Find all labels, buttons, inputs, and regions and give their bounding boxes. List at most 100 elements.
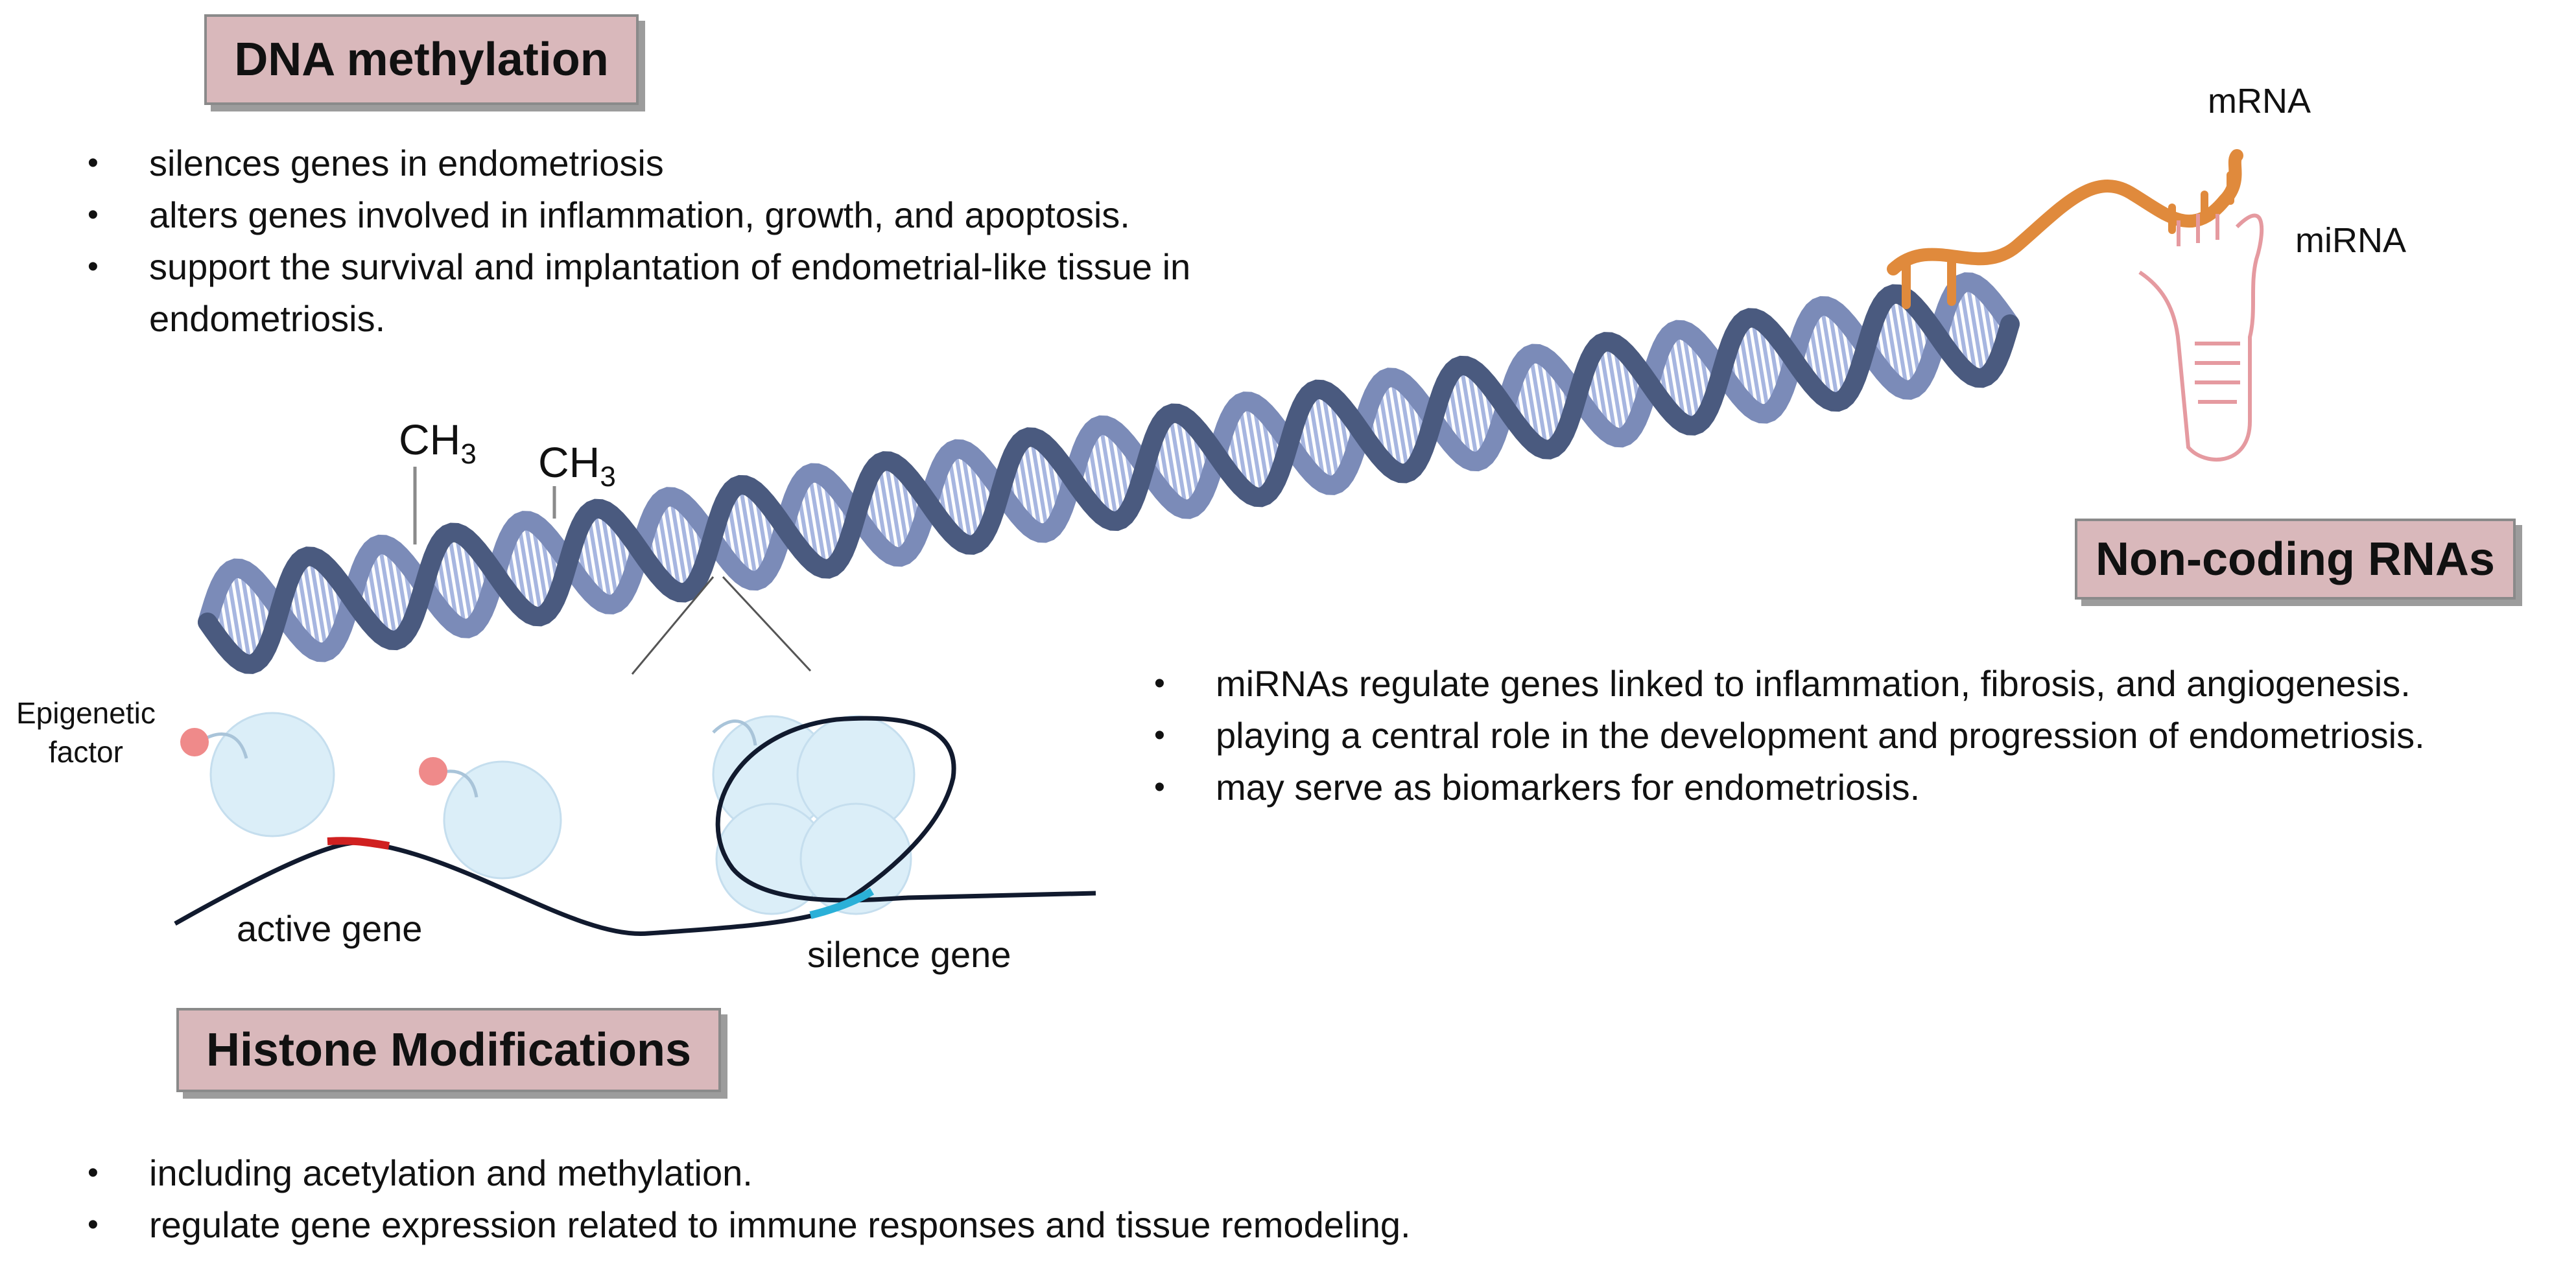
silence-gene-mark [809,887,875,919]
mrna-label: mRNA [2208,82,2311,121]
dna-base-pair [1029,436,1050,533]
epigenetic-factor-label: Epigenetic factor [16,696,156,769]
dna-base-pair [1813,309,1832,401]
histone-1 [209,712,335,837]
epigenetic-factor-dot-2 [419,757,447,786]
dna-base-pair [891,462,910,553]
dna-base-pair [1889,294,1909,391]
dna-double-helix [198,272,2020,674]
dna-base-pair [1674,329,1694,427]
zoom-line-right [722,576,812,672]
dna-base-pair [1314,389,1334,486]
dna-strand-front [198,284,2020,674]
dna-base-pair [1383,379,1403,474]
dna-base-pair [232,568,252,665]
noncoding-rnas-title-box: Non-coding RNAs [2075,519,2516,600]
dna-base-pair [1896,294,1916,389]
dna-base-pair [738,484,759,581]
noncoding-bullet-1: miRNAs regulate genes linked to inflamma… [1154,658,2568,710]
dna-base-pair [523,520,543,617]
mrna-strand [1887,149,2243,309]
noncoding-rnas-title: Non-coding RNAs [2096,533,2495,585]
dna-base-pair [385,545,405,638]
dna-base-pair [1528,354,1549,450]
dna-base-pair [807,473,828,570]
dna-strand-line [174,716,1096,937]
dna-base-pair [1175,413,1195,508]
dna-base-pair [600,509,620,603]
dna-strand-back [198,272,2020,662]
dna-methylation-title: DNA methylation [234,34,609,86]
dna-base-pair [1681,330,1701,424]
dna-base-pair [1237,403,1257,497]
dna-base-pair [1467,366,1486,459]
dna-base-pair [1819,305,1840,403]
mirna-hairpin [2138,213,2264,462]
dna-methylation-bullets: silences genes in endometriosis alters g… [88,137,1352,345]
dna-base-pair [1092,428,1111,520]
dna-methylation-bullet-2: alters genes involved in inflammation, g… [88,189,1352,241]
factor-tail-3 [712,719,757,746]
dna-base-pair [1605,341,1625,438]
dna-base-pair [960,449,980,543]
epigenetic-factor-dot-1 [180,728,209,756]
dna-methylation-title-box: DNA methylation [204,14,639,105]
histone-6 [799,802,912,915]
dna-base-pair [1743,319,1764,414]
dna-base-pair [746,485,765,578]
dna-base-pair [1965,281,1985,379]
dna-base-pair [1321,390,1341,484]
dna-base-pair [1827,307,1847,399]
chromatin-active-region [180,712,562,880]
dna-base-pair [454,532,474,627]
dna-base-pair [1612,343,1631,434]
dna-base-pair [1459,365,1480,462]
histone-2 [443,760,562,880]
noncoding-bullet-2: playing a central role in the developmen… [1154,710,2568,762]
dna-base-pair [593,508,613,605]
dna-base-pair [516,522,536,616]
dna-base-pair [1598,344,1618,438]
dna-base-pair [377,544,398,641]
dna-base-pair [371,547,390,640]
histone-modifications-title: Histone Modifications [206,1024,692,1076]
dna-base-pair [814,473,834,568]
dna-base-pair [1972,283,1992,374]
zoom-line-left [631,576,715,675]
dna-base-pair [301,557,322,653]
dna-base-pair [1535,353,1555,449]
histone-bullet-2: regulate gene expression related to immu… [88,1199,1838,1251]
histone-bullets: including acetylation and methylation. r… [88,1147,1838,1251]
dna-base-pair [226,572,245,663]
chromatin-silenced-region [712,715,916,915]
ch3-label-1: CH3 [399,415,477,471]
dna-base-pair [877,463,897,557]
dna-methylation-bullet-1: silences genes in endometriosis [88,137,1352,189]
dna-base-pair [1106,426,1126,519]
dna-base-pair [947,453,966,544]
dna-base-pair [953,449,973,546]
dna-base-pair [1168,414,1188,510]
dna-base-pair [662,498,682,593]
active-gene-mark [327,837,390,850]
noncoding-bullet-3: may serve as biomarkers for endometriosi… [1154,762,2568,813]
dna-base-pair [447,533,467,629]
dna-methylation-bullet-3: support the survival and implantation of… [88,241,1352,345]
dna-base-pair [1389,377,1410,473]
ch3-label-2: CH3 [538,438,616,493]
dna-base-pair [1098,425,1119,522]
mirna-label: miRNA [2295,221,2406,260]
dna-base-pair [1244,401,1264,498]
dna-base-pair [1251,403,1271,493]
histone-bullet-1: including acetylation and methylation. [88,1147,1838,1199]
dna-base-pair [1452,368,1472,461]
noncoding-bullets: miRNAs regulate genes linked to inflamma… [1154,658,2568,813]
dna-base-pair [1307,393,1327,484]
dna-base-pair [530,522,550,613]
dna-base-pair [731,487,751,580]
silence-gene-label: silence gene [807,934,1011,975]
dna-base-pair [1958,284,1978,378]
active-gene-label: active gene [237,908,423,949]
dna-base-pair [308,555,329,652]
